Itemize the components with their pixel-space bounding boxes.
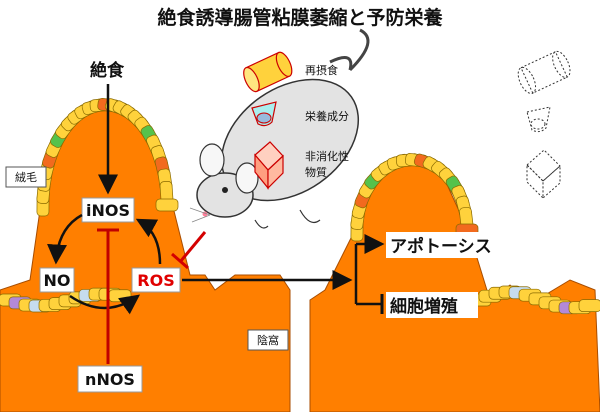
indigestible-label-2: 物質 [305,165,327,179]
ros-box [131,267,181,293]
epithelial-cell [155,198,179,212]
epithelial-cell [578,299,600,312]
inos-to-no-arrow [47,213,83,265]
nutrients-label: 栄養成分 [305,109,349,123]
no-label: NO [44,271,71,290]
inos-label: iNOS [86,201,130,220]
dotted-cube-icon [526,149,561,200]
inos-box [81,197,135,223]
ros-label: ROS [137,271,174,290]
crypt-label-box [247,329,289,351]
nnos-box [77,365,143,393]
mouse-inhibition-line [178,231,207,263]
no-box [39,267,75,293]
nnos-label: nNOS [85,370,135,389]
apoptosis-box [386,232,504,258]
indigestible-label-1: 非消化性 [305,149,349,163]
nutrients-tub-icon [251,101,277,127]
no-to-ros-arrow [69,294,141,315]
crypt-label: 陰窩 [257,333,279,347]
epithelial-cell [108,289,132,303]
dotted-tub-icon [526,106,551,133]
proliferation-box [386,292,478,318]
proliferation-label: 細胞増殖 [390,296,458,317]
indigestible-cube-icon [254,141,284,190]
diagram-title: 絶食誘導腸管粘膜萎縮と予防栄養 [157,6,443,29]
mouse-inhibition-bar [171,252,189,270]
dotted-cylinder-icon [517,50,571,94]
villus-label-box [5,166,47,188]
apoptosis-label: アポトーシス [390,236,492,257]
refeeding-label: 再摂食 [305,63,338,77]
right-villus-cells [350,153,600,315]
villus-label: 絨毛 [15,171,37,184]
refeeding-cylinder-icon [243,51,293,93]
fasting-label: 絶食 [90,60,125,81]
ros-to-inos-arrow [135,218,162,265]
